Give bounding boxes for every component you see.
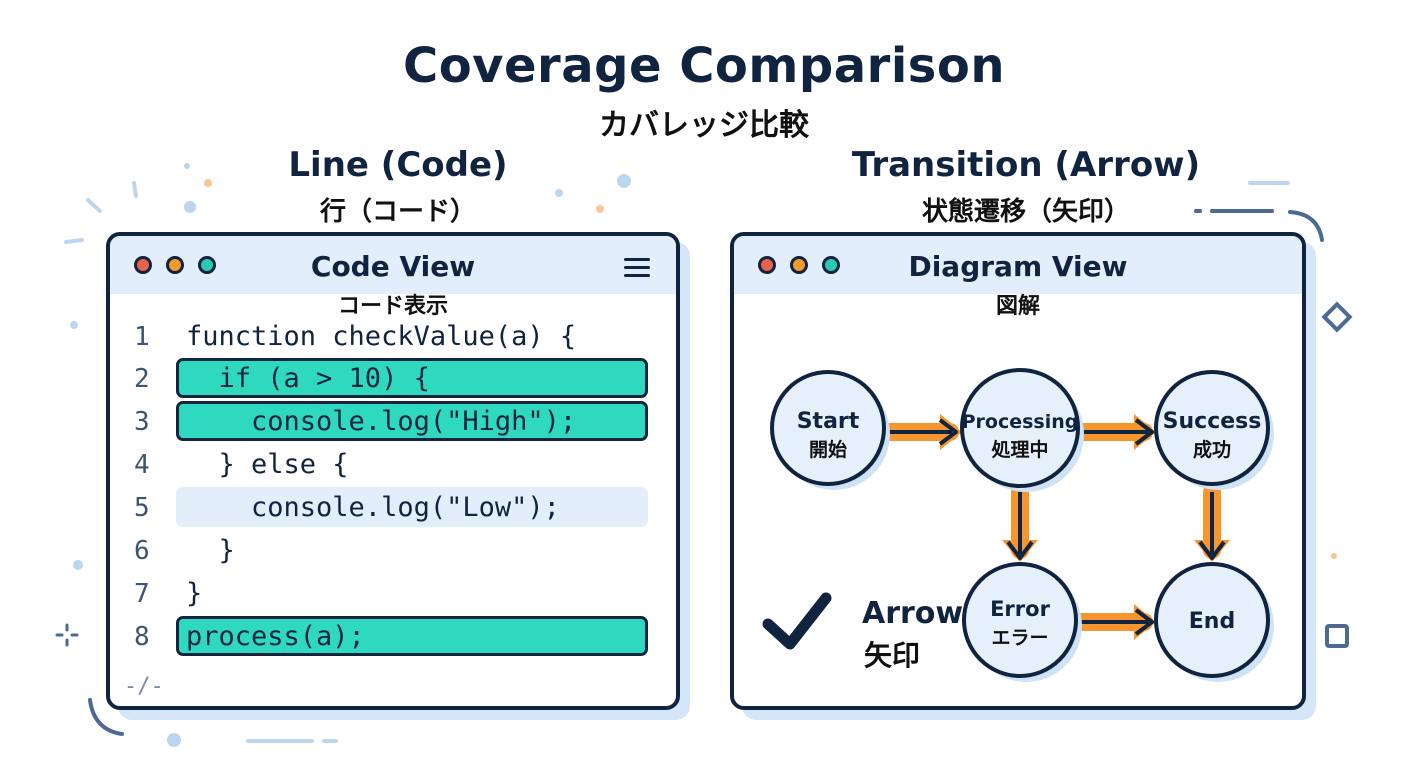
node-sublabel: 成功 <box>1193 438 1231 461</box>
code-line: 6 } <box>110 530 676 572</box>
line-number: 4 <box>134 450 150 480</box>
checkmark-icon <box>762 592 832 650</box>
node-sublabel: 開始 <box>809 438 847 461</box>
code-text: console.log("High"); <box>186 406 577 437</box>
code-panel: Code View コード表示 1 function checkValue(a)… <box>106 232 680 710</box>
line-coverage-heading: Line (Code) 行（コード） <box>138 145 658 228</box>
node-label: Start <box>797 409 860 434</box>
page-title: Coverage Comparison <box>402 38 1006 94</box>
coverage-highlight <box>176 401 648 441</box>
coverage-highlight <box>176 487 648 527</box>
window-close-dot[interactable] <box>134 256 152 274</box>
state-node-end[interactable]: End <box>1154 562 1274 682</box>
node-sublabel: エラー <box>991 627 1048 649</box>
line-number: 2 <box>134 364 150 394</box>
node-label: Processing <box>962 411 1079 433</box>
window-maximize-dot[interactable] <box>198 256 216 274</box>
page-subtitle: カバレッジ比較 <box>599 108 809 143</box>
legend-label: Arrow <box>862 596 964 631</box>
line-number: 7 <box>134 579 150 609</box>
diagram-panel: Diagram View 図解 <box>730 232 1306 710</box>
menu-icon[interactable] <box>624 258 650 278</box>
transition-coverage-subtitle: 状態遷移（矢印） <box>921 197 1130 227</box>
line-number: 8 <box>134 622 150 652</box>
code-text: } else { <box>186 449 349 480</box>
arrow-processing-to-success <box>1071 414 1156 450</box>
code-text: function checkValue(a) { <box>186 321 577 352</box>
code-line: 8 process(a); <box>110 616 676 658</box>
code-text: if (a > 10) { <box>186 363 430 394</box>
code-text: process(a); <box>186 621 365 652</box>
state-transition-diagram: Start 開始 Processing 処理中 Success 成功 Error… <box>770 368 1274 682</box>
node-label: Success <box>1163 409 1262 434</box>
line-number: 1 <box>134 322 150 352</box>
diagram-panel-title: Diagram View <box>908 250 1128 283</box>
state-node-success[interactable]: Success 成功 <box>1154 370 1274 490</box>
arrow-success-to-end <box>1194 483 1230 562</box>
code-panel-subtitle: コード表示 <box>337 294 448 319</box>
legend: Arrow 矢印 <box>758 586 963 676</box>
code-footer: -/- <box>124 674 164 699</box>
code-line: 4 } else { <box>110 444 676 486</box>
code-line: 3 console.log("High"); <box>110 401 676 443</box>
line-coverage-title: Line (Code) <box>288 145 508 185</box>
line-number: 5 <box>134 493 150 523</box>
window-minimize-dot[interactable] <box>166 256 184 274</box>
coverage-highlight <box>176 616 648 656</box>
coverage-highlight <box>176 358 648 398</box>
arrow-error-to-end <box>1071 604 1156 640</box>
code-line: 7 } <box>110 573 676 615</box>
arrow-start-to-processing <box>875 414 962 450</box>
legend-sublabel: 矢印 <box>864 639 921 672</box>
code-text: } <box>186 578 203 609</box>
code-line: 1 function checkValue(a) { <box>110 316 676 358</box>
state-node-processing[interactable]: Processing 処理中 <box>960 368 1084 492</box>
window-maximize-dot[interactable] <box>822 256 840 274</box>
node-label: End <box>1189 609 1235 634</box>
code-text: } <box>186 535 235 566</box>
window-minimize-dot[interactable] <box>790 256 808 274</box>
code-line: 5 console.log("Low"); <box>110 487 676 529</box>
transition-coverage-title: Transition (Arrow) <box>851 145 1201 185</box>
line-coverage-subtitle: 行（コード） <box>319 197 476 227</box>
node-sublabel: 処理中 <box>991 438 1048 461</box>
state-node-error[interactable]: Error エラー <box>962 562 1082 682</box>
line-number: 3 <box>134 407 150 437</box>
window-close-dot[interactable] <box>758 256 776 274</box>
code-panel-title: Code View <box>310 250 476 283</box>
diagram-panel-subtitle: 図解 <box>995 294 1040 319</box>
code-text: console.log("Low"); <box>186 492 560 523</box>
node-label: Error <box>990 597 1050 621</box>
state-node-start[interactable]: Start 開始 <box>770 370 890 490</box>
transition-coverage-heading: Transition (Arrow) 状態遷移（矢印） <box>766 145 1286 228</box>
line-number: 6 <box>134 536 150 566</box>
arrow-processing-to-error <box>1002 483 1038 562</box>
code-line: 2 if (a > 10) { <box>110 358 676 400</box>
